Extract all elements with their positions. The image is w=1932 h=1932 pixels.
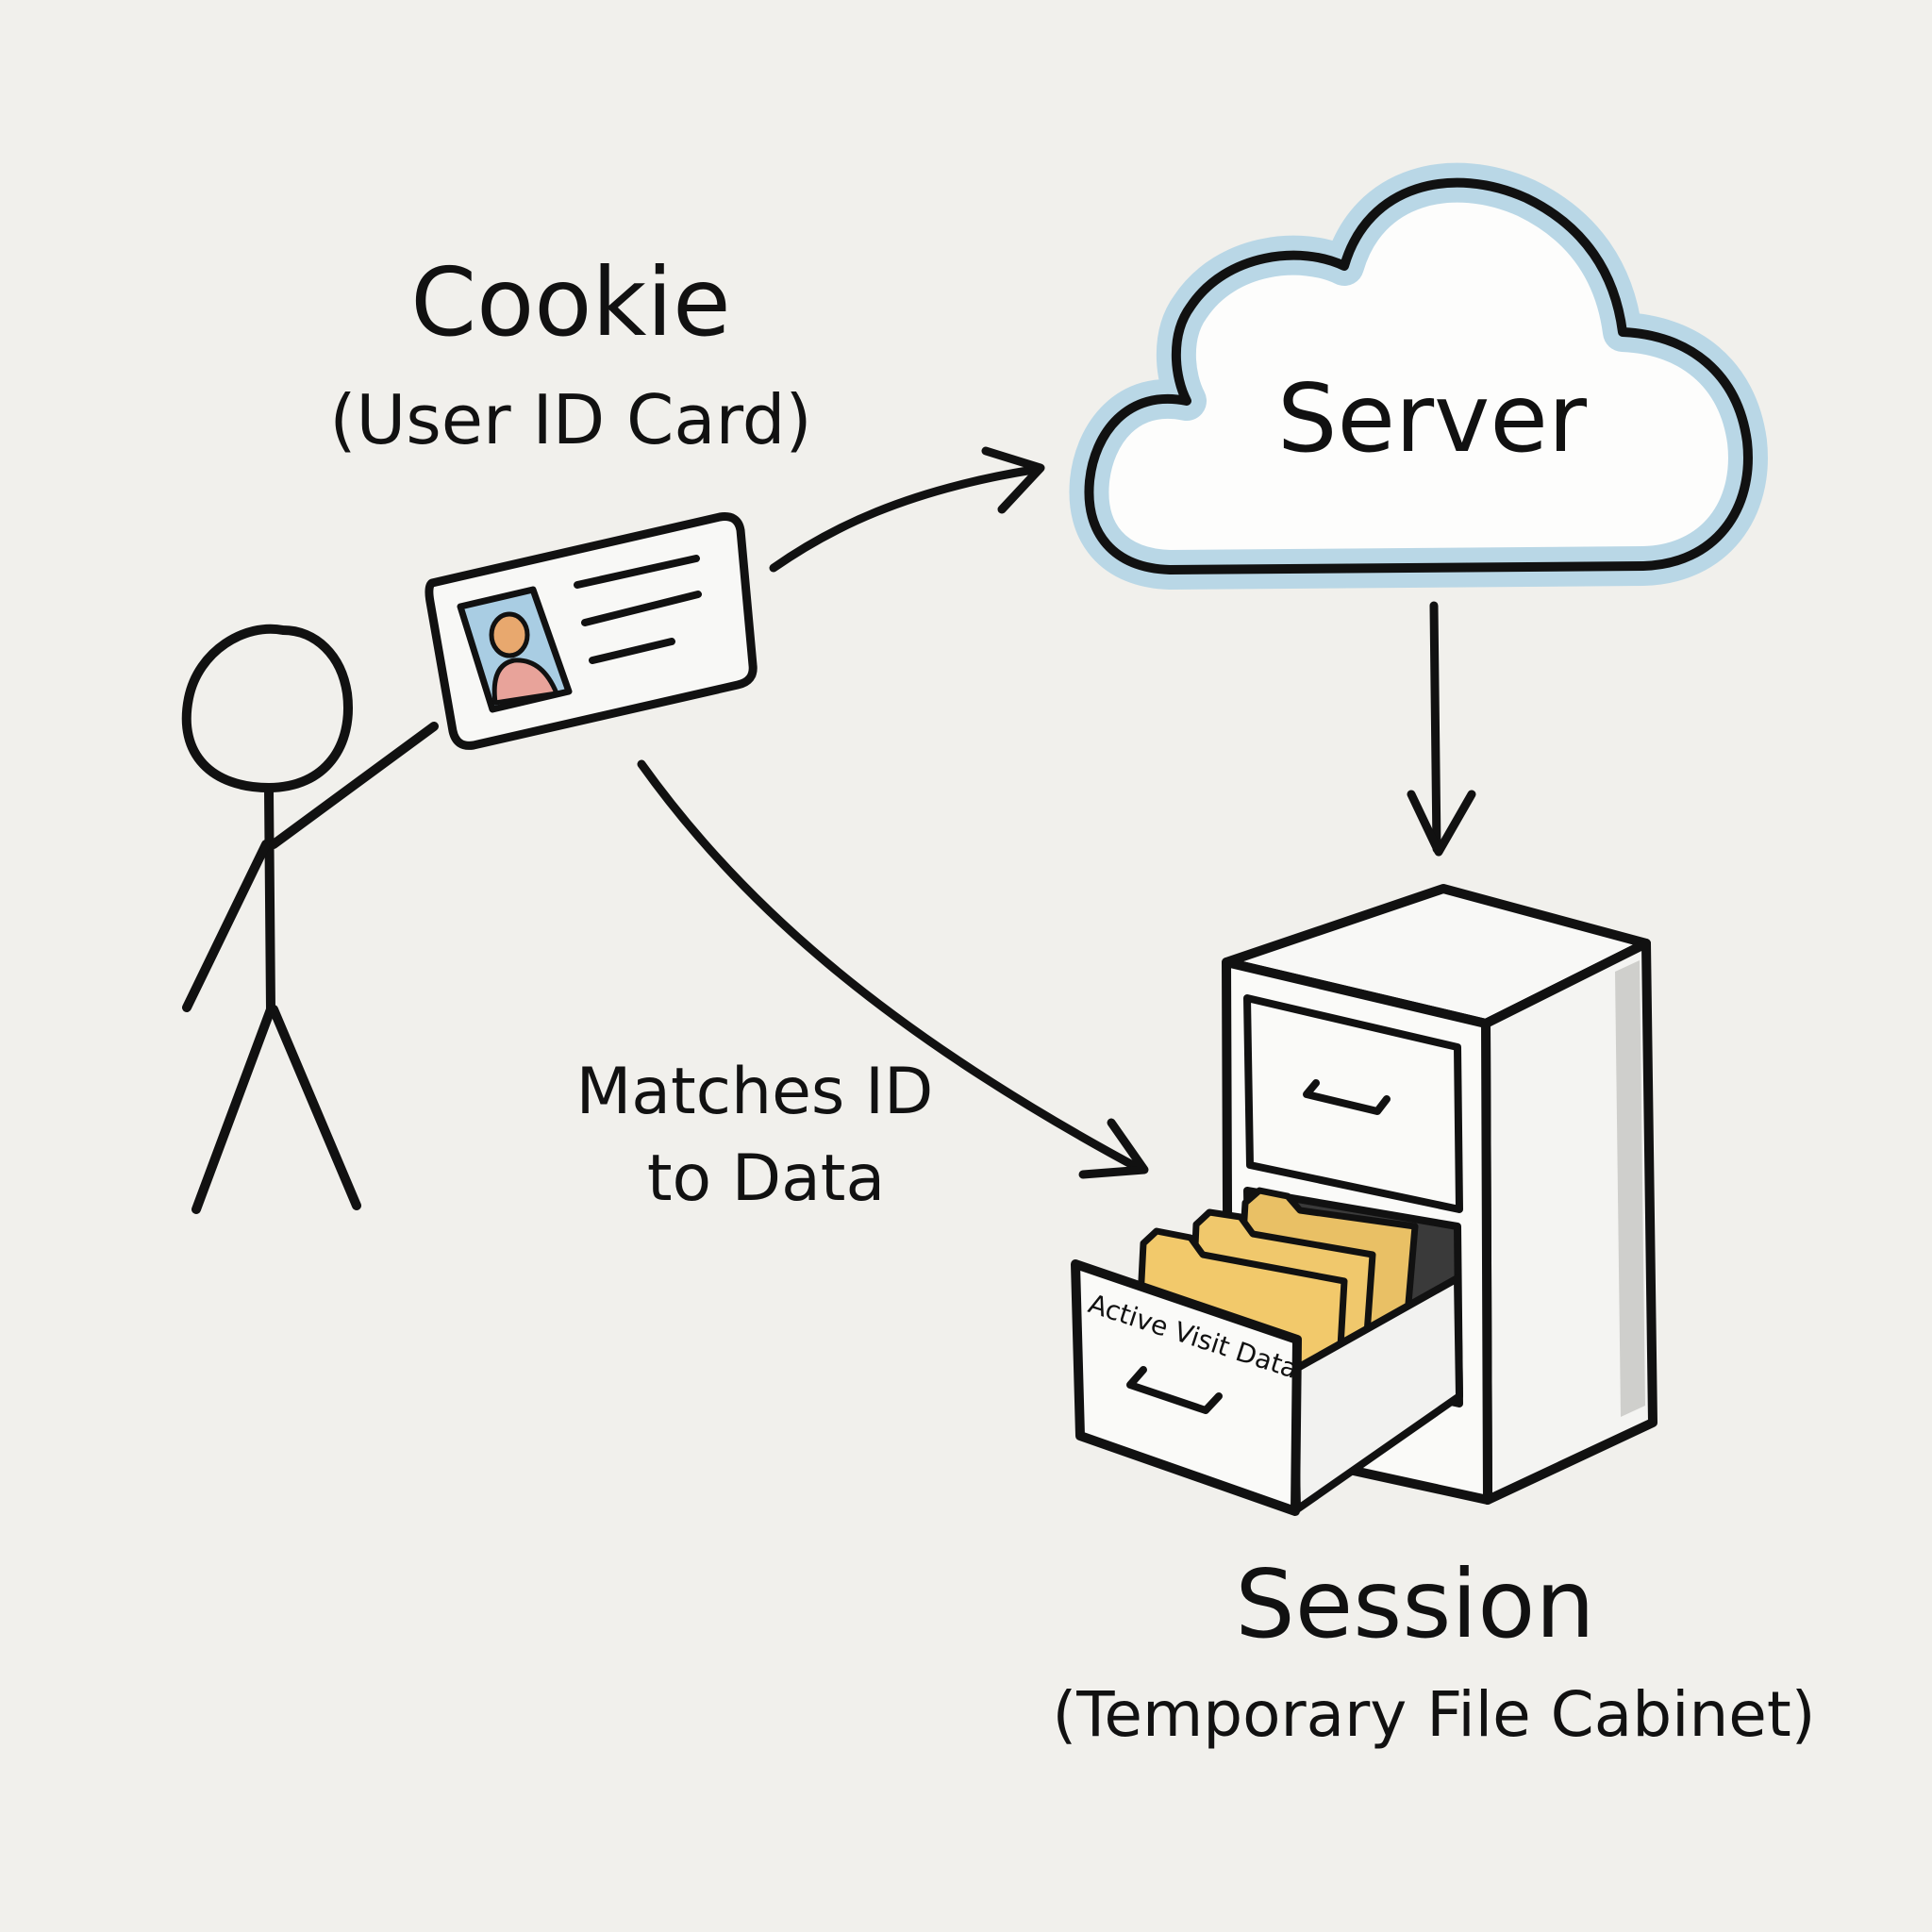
id-card-icon (425, 512, 758, 750)
arrow-head-icon (1407, 790, 1476, 857)
stick-figure-user (181, 624, 439, 1214)
arrow-head-icon (1078, 1118, 1149, 1179)
server-cloud-icon (1069, 162, 1768, 590)
id-card-text-line (574, 555, 700, 589)
cookie-title: Cookie (410, 247, 730, 358)
arrow-cookie-to-server (769, 446, 1045, 573)
session-title: Session (1235, 1549, 1595, 1659)
stick-figure-left-arm (182, 840, 271, 1012)
cabinet-top-drawer-handle (1303, 1079, 1391, 1115)
arrow-label-line1: Matches ID (576, 1055, 934, 1129)
cabinet-open-drawer-handle (1126, 1366, 1223, 1414)
stick-figure-head (181, 624, 353, 792)
arrow-server-to-session (1407, 601, 1476, 857)
stick-figure-body (264, 786, 275, 1014)
stick-figure-left-leg (192, 1005, 275, 1214)
id-card-person-head (489, 611, 530, 658)
server-label: Server (1277, 363, 1588, 474)
stick-figure-right-leg (269, 1005, 361, 1210)
cookie-subtitle: (User ID Card) (329, 380, 811, 459)
cabinet-side-shadow (1615, 960, 1645, 1417)
id-card-text-line (589, 638, 675, 664)
session-subtitle: (Temporary File Cabinet) (1052, 1678, 1815, 1751)
id-card-person-body (491, 658, 559, 706)
file-cabinet-icon (1071, 884, 1657, 1516)
arrow-head-icon (981, 446, 1045, 514)
arrow-label-line2: to Data (647, 1141, 885, 1216)
cabinet-open-drawer-front (1071, 1259, 1302, 1516)
stick-figure-right-arm (269, 722, 439, 849)
id-card-text-line (581, 591, 702, 626)
server-cloud-outline (1084, 177, 1753, 575)
arrow-card-to-session (637, 759, 1149, 1179)
